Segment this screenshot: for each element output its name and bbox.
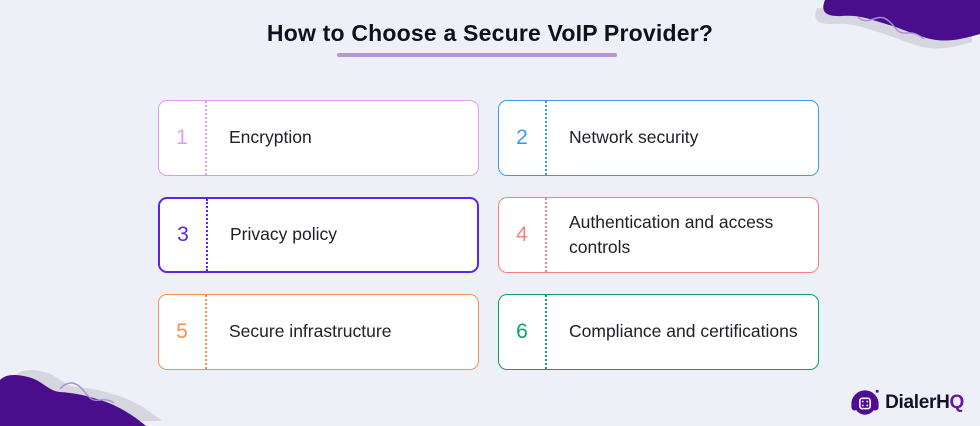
step-card-privacy-policy: 3 Privacy policy (158, 197, 479, 273)
step-label: Encryption (229, 127, 312, 148)
step-number: 3 (177, 223, 189, 246)
step-card-secure-infrastructure: 5 Secure infrastructure (158, 294, 479, 370)
blob-shape (823, 0, 980, 41)
step-card-network-security: 2 Network security (498, 100, 819, 176)
dotted-divider (545, 198, 547, 272)
dotted-divider (545, 295, 547, 369)
dotted-divider (205, 295, 207, 369)
step-card-authentication: 4 Authentication and access controls (498, 197, 819, 273)
dotted-divider (205, 101, 207, 175)
step-card-compliance: 6 Compliance and certifications (498, 294, 819, 370)
dotted-divider (206, 199, 208, 271)
brand-name: DialerHQ (885, 392, 964, 414)
step-label: Authentication and access controls (569, 211, 774, 257)
step-number: 2 (516, 126, 528, 149)
blob-shape (0, 375, 146, 426)
title-underline (337, 53, 617, 57)
step-number: 1 (176, 126, 188, 149)
step-label: Secure infrastructure (229, 321, 392, 342)
step-number: 6 (516, 320, 528, 343)
brand-name-dialer: Dialer (885, 392, 937, 413)
step-label: Compliance and certifications (569, 321, 798, 342)
step-number: 4 (516, 223, 528, 246)
decorative-blob-top-right (815, 0, 980, 49)
step-card-encryption: 1 Encryption (158, 100, 479, 176)
decorative-blob-bottom-left (0, 370, 162, 426)
step-label: Network security (569, 127, 699, 148)
step-label: Privacy policy (230, 224, 337, 245)
page-title: How to Choose a Secure VoIP Provider? (266, 20, 714, 46)
brand-name-q: Q (949, 392, 965, 413)
squiggle-line-icon (59, 382, 115, 404)
step-number: 5 (176, 320, 188, 343)
dotted-divider (545, 101, 547, 175)
dialerhq-logo: DialerHQ (850, 388, 964, 418)
steps-grid: 1 Encryption 2 Network security 3 Privac… (158, 100, 820, 370)
headset-dialer-icon (851, 389, 879, 415)
brand-name-h: H (936, 392, 950, 413)
squiggle-line-icon (857, 16, 925, 40)
